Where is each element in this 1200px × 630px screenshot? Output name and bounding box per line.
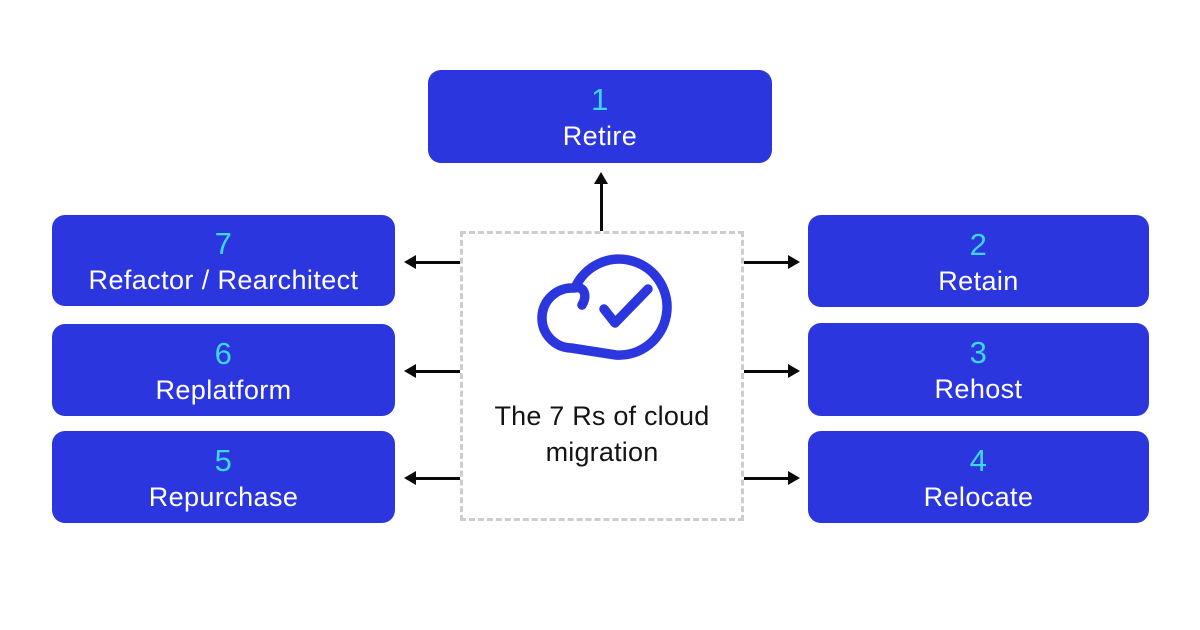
diagram-title: The 7 Rs of cloud migration — [443, 398, 761, 470]
box-number: 2 — [969, 226, 988, 262]
arrow-left-to-replatform — [404, 364, 460, 378]
arrow-up-to-retire — [594, 172, 608, 231]
box-refactor-rearchitect: 7 Refactor / Rearchitect — [52, 215, 395, 306]
box-number: 7 — [214, 226, 233, 261]
center-box: The 7 Rs of cloud migration — [460, 231, 744, 521]
box-label: Retain — [938, 265, 1019, 296]
box-label: Refactor / Rearchitect — [88, 265, 359, 295]
arrowhead-left — [404, 255, 416, 269]
box-label: Repurchase — [148, 481, 299, 512]
diagram-title-line2: migration — [545, 437, 659, 467]
arrow-left-to-refactor — [404, 255, 460, 269]
box-label: Replatform — [155, 374, 292, 405]
arrow-shaft — [744, 477, 791, 480]
box-relocate: 4 Relocate — [808, 431, 1149, 523]
arrowhead-left — [404, 471, 416, 485]
box-number: 3 — [969, 335, 988, 370]
box-label: Rehost — [934, 374, 1023, 404]
box-label: Retire — [562, 121, 638, 151]
cloud-check-icon — [537, 254, 672, 360]
arrow-left-to-repurchase — [404, 471, 460, 485]
box-retain: 2 Retain — [808, 215, 1149, 307]
arrow-right-to-rehost — [744, 364, 800, 378]
arrow-shaft — [600, 182, 603, 231]
box-replatform: 6 Replatform — [52, 324, 395, 416]
arrow-shaft — [744, 261, 791, 264]
arrow-right-to-relocate — [744, 471, 800, 485]
box-repurchase: 5 Repurchase — [52, 431, 395, 523]
arrowhead-up — [594, 172, 608, 184]
box-number: 5 — [214, 442, 233, 478]
diagram-title-line1: The 7 Rs of cloud — [494, 401, 710, 431]
box-retire: 1 Retire — [428, 70, 772, 163]
box-number: 6 — [214, 335, 233, 371]
box-number: 1 — [591, 82, 609, 117]
arrowhead-right — [788, 471, 800, 485]
arrow-right-to-retain — [744, 255, 800, 269]
arrowhead-right — [788, 255, 800, 269]
arrowhead-left — [404, 364, 416, 378]
box-rehost: 3 Rehost — [808, 323, 1149, 416]
arrow-shaft — [413, 370, 460, 373]
arrow-shaft — [413, 477, 460, 480]
box-label: Relocate — [923, 481, 1034, 512]
box-number: 4 — [969, 442, 988, 478]
arrow-shaft — [413, 261, 460, 264]
arrowhead-right — [788, 364, 800, 378]
arrow-shaft — [744, 370, 791, 373]
